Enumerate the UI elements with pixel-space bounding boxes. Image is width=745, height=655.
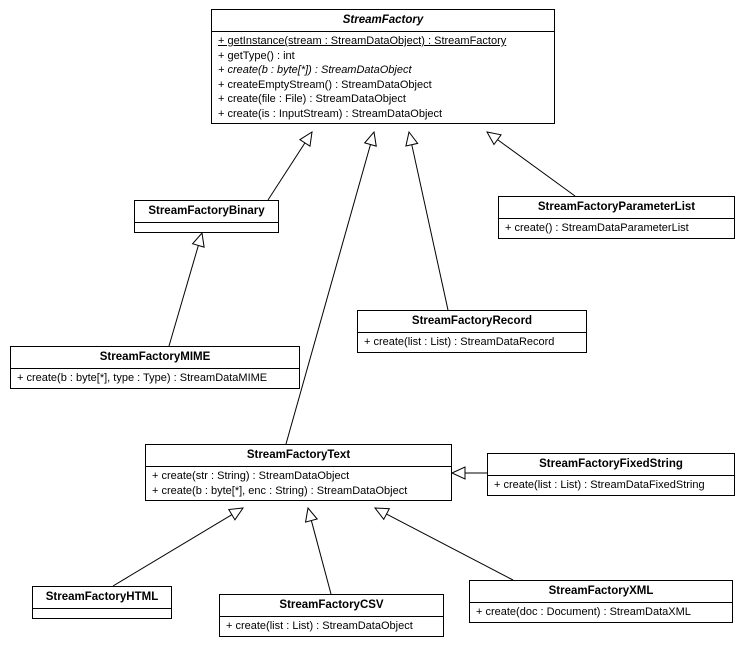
class-member: + create(list : List) : StreamDataObject — [226, 620, 413, 632]
generalization-stream-factory-xml-to-stream-factory-text — [373, 507, 514, 581]
class-member: + create(str : String) : StreamDataObjec… — [152, 470, 350, 482]
class-member: + create(b : byte[*], type : Type) : Str… — [17, 372, 268, 384]
class-name-stream-factory-binary: StreamFactoryBinary — [148, 205, 265, 217]
inheritance-arrowhead-icon — [405, 130, 419, 147]
class-member: + createEmptyStream() : StreamDataObject — [218, 78, 432, 91]
uml-class-stream-factory-fixed-string[interactable]: StreamFactoryFixedString + create(list : … — [487, 453, 735, 496]
class-members-stream-factory-text: + create(str : String) : StreamDataObjec… — [146, 466, 451, 500]
class-name-stream-factory-parameter-list: StreamFactoryParameterList — [537, 201, 696, 213]
inheritance-arrowhead-icon — [450, 466, 466, 480]
generalization-stream-factory-parameter-list-to-stream-factory — [486, 131, 576, 197]
generalization-stream-factory-fixed-string-to-stream-factory-text — [450, 466, 487, 480]
class-member: + create(doc : Document) : StreamDataXML — [476, 606, 691, 618]
class-members-stream-factory-xml: + create(doc : Document) : StreamDataXML — [470, 602, 732, 622]
relationship-line — [411, 144, 449, 311]
generalization-stream-factory-csv-to-stream-factory-text — [304, 506, 332, 595]
uml-class-stream-factory-html[interactable]: StreamFactoryHTML — [32, 586, 172, 619]
inheritance-arrowhead-icon — [191, 231, 205, 248]
class-members-stream-factory: + getInstance(stream : StreamDataObject)… — [212, 31, 554, 123]
relationship-line — [267, 142, 306, 201]
inheritance-arrowhead-icon — [227, 507, 245, 521]
class-name-stream-factory-csv: StreamFactoryCSV — [279, 599, 384, 611]
class-members-stream-factory-mime: + create(b : byte[*], type : Type) : Str… — [11, 368, 299, 388]
inheritance-arrowhead-icon — [298, 130, 313, 148]
generalization-stream-factory-mime-to-stream-factory-binary — [168, 231, 205, 347]
inheritance-arrowhead-icon — [304, 506, 319, 523]
class-members-stream-factory-csv: + create(list : List) : StreamDataObject — [220, 616, 443, 636]
class-member: + create(b : byte[*]) : StreamDataObject — [218, 64, 412, 76]
class-member: + create(b : byte[*], enc : String) : St… — [152, 484, 408, 497]
class-members-stream-factory-parameter-list: + create() : StreamDataParameterList — [499, 218, 734, 238]
class-name-stream-factory: StreamFactory — [342, 14, 424, 26]
inheritance-arrowhead-icon — [373, 507, 391, 521]
class-member: + getInstance(stream : StreamDataObject)… — [218, 35, 507, 47]
class-members-stream-factory-fixed-string: + create(list : List) : StreamDataFixedS… — [488, 475, 734, 495]
relationship-line — [285, 144, 371, 445]
class-member: + getType() : int — [218, 49, 295, 62]
class-members-stream-factory-html — [33, 608, 171, 618]
class-name-stream-factory-html: StreamFactoryHTML — [45, 591, 159, 603]
class-name-stream-factory-record: StreamFactoryRecord — [411, 315, 533, 327]
relationship-line — [168, 245, 199, 347]
uml-class-stream-factory[interactable]: StreamFactory + getInstance(stream : Stre… — [211, 9, 555, 124]
class-member: + create() : StreamDataParameterList — [505, 222, 689, 234]
class-member: + create(list : List) : StreamDataRecord — [364, 336, 555, 348]
class-name-stream-factory-text: StreamFactoryText — [246, 449, 351, 461]
inheritance-arrowhead-icon — [486, 131, 502, 146]
relationship-line — [386, 513, 514, 581]
inheritance-arrowhead-icon — [363, 130, 377, 147]
uml-class-stream-factory-mime[interactable]: StreamFactoryMIME + create(b : byte[*], t… — [10, 346, 300, 389]
uml-class-stream-factory-text[interactable]: StreamFactoryText + create(str : String) … — [145, 444, 452, 501]
relationship-line — [112, 514, 233, 587]
uml-class-stream-factory-parameter-list[interactable]: StreamFactoryParameterList + create() : S… — [498, 196, 735, 239]
class-name-stream-factory-fixed-string: StreamFactoryFixedString — [539, 458, 683, 470]
class-member: + create(is : InputStream) : StreamDataO… — [218, 107, 443, 120]
relationship-line — [497, 139, 576, 197]
generalization-stream-factory-html-to-stream-factory-text — [112, 507, 245, 587]
class-member: + create(list : List) : StreamDataFixedS… — [494, 479, 705, 491]
class-name-stream-factory-xml: StreamFactoryXML — [548, 585, 654, 597]
class-member: + create(file : File) : StreamDataObject — [218, 93, 406, 105]
uml-class-stream-factory-csv[interactable]: StreamFactoryCSV + create(list : List) : … — [219, 594, 444, 637]
generalization-stream-factory-text-to-stream-factory — [285, 130, 377, 445]
class-members-stream-factory-record: + create(list : List) : StreamDataRecord — [358, 332, 586, 352]
uml-class-stream-factory-record[interactable]: StreamFactoryRecord + create(list : List)… — [357, 310, 587, 353]
uml-class-stream-factory-xml[interactable]: StreamFactoryXML + create(doc : Document)… — [469, 580, 733, 623]
class-members-stream-factory-binary — [135, 222, 278, 232]
relationship-line — [310, 520, 332, 595]
generalization-stream-factory-binary-to-stream-factory — [267, 130, 313, 201]
class-name-stream-factory-mime: StreamFactoryMIME — [99, 351, 211, 363]
uml-class-stream-factory-binary[interactable]: StreamFactoryBinary — [134, 200, 279, 233]
generalization-stream-factory-record-to-stream-factory — [405, 130, 449, 311]
